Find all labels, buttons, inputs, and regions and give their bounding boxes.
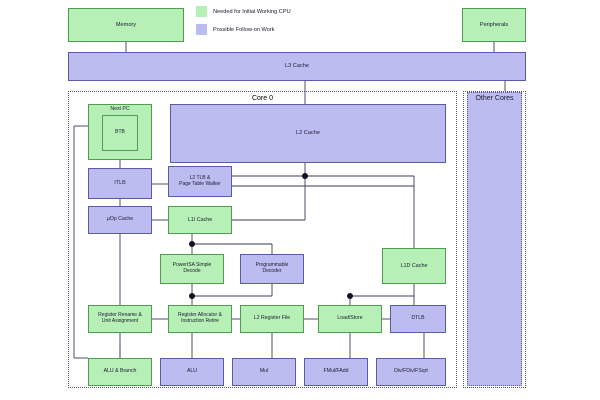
block-uop-cache[interactable]: µOp Cache: [88, 206, 152, 234]
block-btb-label: BTB: [115, 129, 125, 136]
legend-item-initial: Needed for Initial Working CPU: [196, 6, 291, 17]
block-itlb[interactable]: ITLB: [88, 168, 152, 199]
block-load-store-label: Load/Store: [337, 315, 363, 322]
block-alu[interactable]: ALU: [160, 358, 224, 386]
block-load-store[interactable]: Load/Store: [318, 305, 382, 333]
block-powerisa-simple-decode[interactable]: PowerISA Simple Decode: [160, 254, 224, 284]
block-l3-cache[interactable]: L3 Cache: [68, 52, 526, 81]
block-l2-register-file-label: L2 Register File: [253, 315, 291, 322]
legend-item-followon: Possible Follow-on Work: [196, 24, 274, 35]
block-l1i-cache[interactable]: L1I Cache: [168, 206, 232, 234]
block-fmul-fadd[interactable]: FMul/FAdd: [304, 358, 368, 386]
group-core-0: Core 0: [68, 91, 457, 388]
block-div-fdiv-fsqrt-label: Div/FDiv/FSqrt: [394, 368, 428, 375]
legend-label-followon: Possible Follow-on Work: [213, 26, 275, 33]
block-itlb-label: ITLB: [114, 180, 126, 187]
block-alu-label: ALU: [186, 368, 198, 375]
block-fmul-fadd-label: FMul/FAdd: [323, 368, 349, 375]
block-l2-tlb-ptw-label: L2 TLB & Page Table Walker: [179, 174, 221, 187]
legend: Needed for Initial Working CPU Possible …: [196, 6, 336, 35]
block-mul[interactable]: Mul: [232, 358, 296, 386]
block-register-allocator-label: Register Allocator & Instruction Retire: [178, 312, 222, 324]
block-l3-cache-label: L3 Cache: [285, 63, 309, 70]
block-register-rename[interactable]: Register Rename & Unit Assignment: [88, 305, 152, 333]
block-l1d-cache[interactable]: L1D Cache: [382, 248, 446, 284]
group-other-cores: [463, 91, 526, 388]
block-next-pc-label: Next PC: [110, 106, 130, 112]
block-other-cores[interactable]: Other Cores: [467, 92, 522, 386]
legend-swatch-purple-icon: [196, 24, 207, 35]
block-memory-label: Memory: [115, 21, 137, 28]
block-alu-branch[interactable]: ALU & Branch: [88, 358, 152, 386]
block-powerisa-simple-decode-label: PowerISA Simple Decode: [172, 262, 212, 274]
block-alu-branch-label: ALU & Branch: [103, 368, 137, 375]
block-register-rename-label: Register Rename & Unit Assignment: [98, 312, 142, 324]
block-peripherals-label: Peripherals: [479, 21, 509, 28]
block-l2-tlb-ptw[interactable]: L2 TLB & Page Table Walker: [168, 166, 232, 197]
block-peripherals[interactable]: Peripherals: [462, 8, 526, 42]
block-memory[interactable]: Memory: [68, 8, 184, 42]
legend-label-initial: Needed for Initial Working CPU: [213, 8, 291, 15]
block-programmable-decoder-label: Programmable Decoder: [255, 262, 289, 274]
block-dtlb-label: DTLB: [411, 315, 425, 322]
block-mul-label: Mul: [259, 368, 269, 375]
block-l2-cache[interactable]: L2 Cache: [170, 104, 446, 163]
group-core-0-title: Core 0: [251, 95, 273, 102]
block-l2-register-file[interactable]: L2 Register File: [240, 305, 304, 333]
block-btb[interactable]: BTB: [102, 115, 138, 151]
block-programmable-decoder[interactable]: Programmable Decoder: [240, 254, 304, 284]
block-register-allocator[interactable]: Register Allocator & Instruction Retire: [168, 305, 232, 333]
block-dtlb[interactable]: DTLB: [390, 305, 446, 333]
block-l2-cache-label: L2 Cache: [296, 130, 320, 137]
block-div-fdiv-fsqrt[interactable]: Div/FDiv/FSqrt: [376, 358, 446, 386]
block-uop-cache-label: µOp Cache: [106, 216, 134, 223]
block-l1i-cache-label: L1I Cache: [187, 216, 213, 223]
block-l1d-cache-label: L1D Cache: [400, 262, 428, 269]
legend-swatch-green-icon: [196, 6, 207, 17]
block-other-cores-label: Other Cores: [475, 95, 514, 102]
